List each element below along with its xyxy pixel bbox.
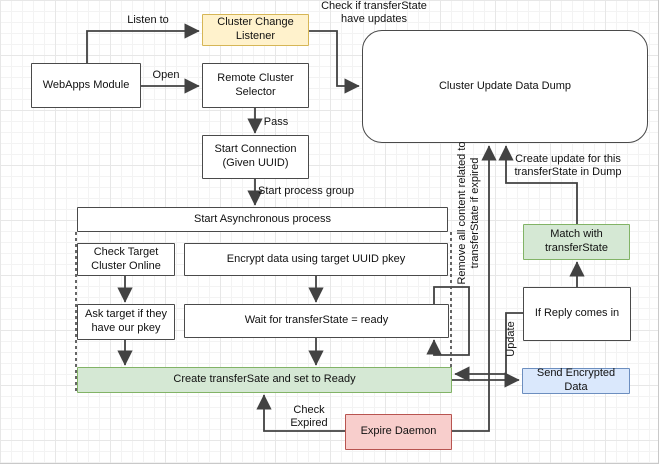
node-remote-cluster-selector: Remote Cluster Selector	[202, 63, 309, 108]
edge-wait-retry-loop	[426, 286, 470, 356]
node-expire-daemon: Expire Daemon	[345, 414, 452, 450]
edge-expire-to-dump	[452, 145, 497, 432]
edge-reply-update-to-create	[454, 312, 523, 382]
node-start-async-process: Start Asynchronous process	[77, 207, 448, 232]
node-cluster-update-data-dump: Cluster Update Data Dump	[362, 30, 648, 143]
node-cluster-change-listener: Cluster Change Listener	[202, 14, 309, 46]
edge-match-to-dump	[498, 145, 578, 224]
edge-label-remove-content: Remove all content related to transferSt…	[456, 141, 481, 285]
edge-label-start-process-group: Start process group	[258, 185, 354, 197]
edge-listen-to	[86, 23, 200, 63]
edge-expire-check-expired	[256, 394, 345, 432]
edge-label-pass: Pass	[263, 116, 289, 128]
edge-label-check-expired: Check Expired	[290, 404, 328, 429]
node-start-connection: Start Connection (Given UUID)	[202, 135, 309, 179]
node-check-target-cluster-online: Check Target Cluster Online	[77, 243, 175, 276]
edge-label-create-update: Create update for this transferState in …	[514, 153, 622, 178]
node-webapps-module: WebApps Module	[31, 63, 141, 108]
edge-listener-to-dump	[309, 30, 360, 94]
edge-label-open: Open	[152, 69, 180, 81]
node-create-transfersate: Create transferSate and set to Ready	[77, 367, 452, 393]
node-ask-target-pkey: Ask target if they have our pkey	[77, 304, 175, 340]
node-send-encrypted-data: Send Encrypted Data	[522, 367, 630, 394]
node-wait-transferstate: Wait for transferState = ready	[184, 304, 449, 338]
node-encrypt-data: Encrypt data using target UUID pkey	[184, 243, 448, 276]
node-if-reply-comes-in: If Reply comes in	[523, 287, 631, 341]
node-match-transferstate: Match with transferState	[523, 224, 630, 260]
edge-label-update: Update	[505, 321, 517, 357]
edge-label-listen-to: Listen to	[127, 14, 169, 26]
edge-label-check-updates: Check if transferState have updates	[321, 0, 427, 25]
